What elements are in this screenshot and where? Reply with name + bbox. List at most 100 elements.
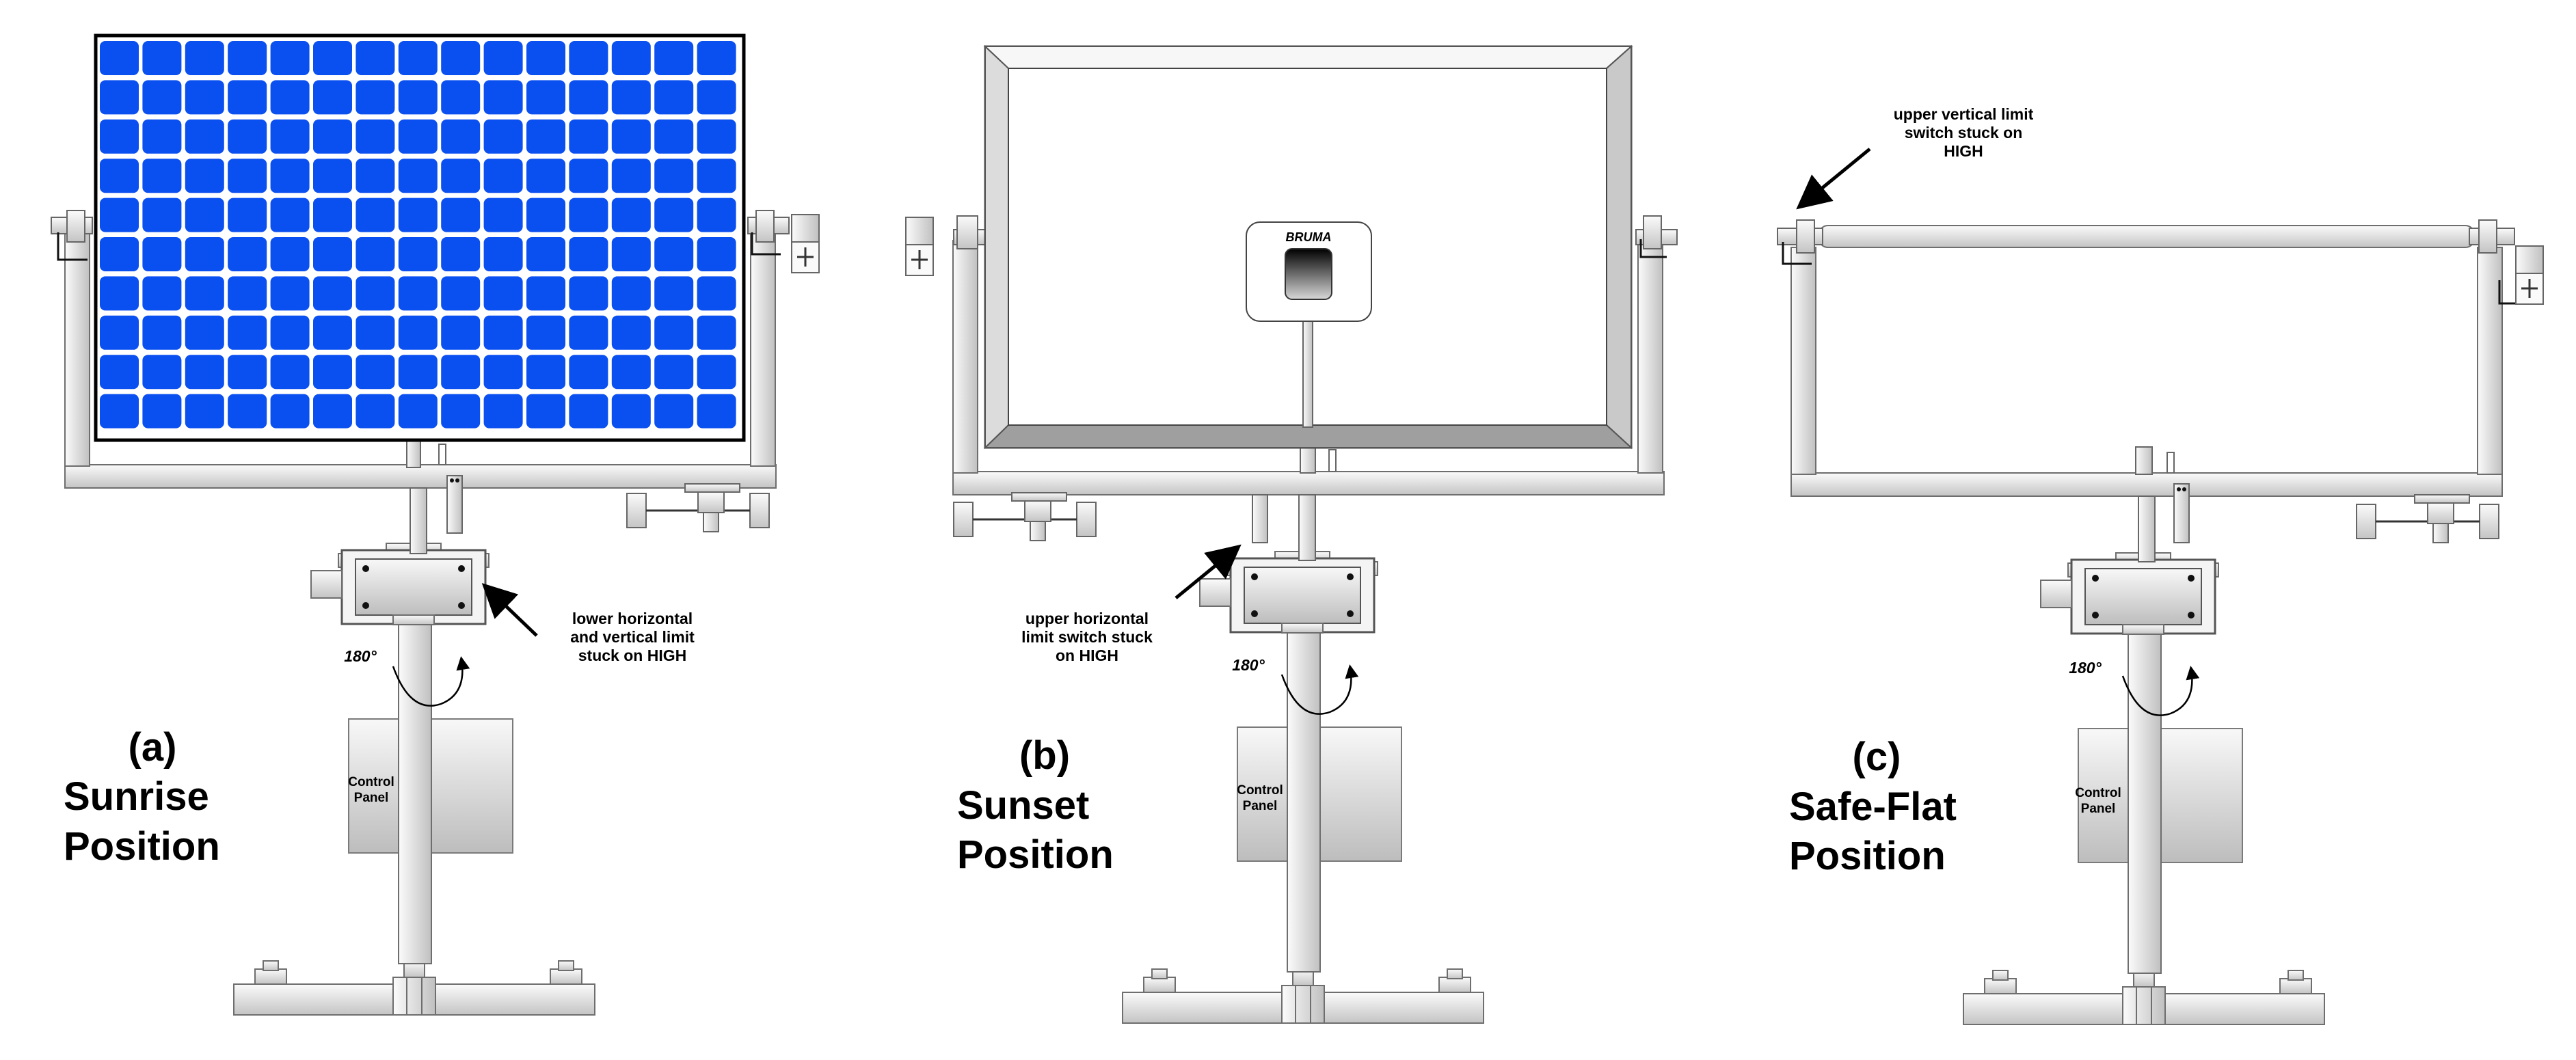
solar-cell (398, 41, 438, 75)
solar-cell (142, 159, 182, 193)
brand-logo (1285, 248, 1332, 300)
solar-cell (270, 237, 310, 271)
solar-cell (654, 315, 694, 350)
solar-cell (185, 355, 224, 390)
solar-cell (398, 355, 438, 390)
figure-title-line1: Sunset (957, 783, 1089, 828)
solar-cell (228, 355, 267, 390)
solar-cell (355, 198, 395, 232)
solar-cell (526, 315, 565, 350)
solar-cell (654, 276, 694, 311)
solar-cell (569, 198, 608, 232)
solar-cell (569, 41, 608, 75)
solar-cell (142, 80, 182, 115)
solar-cell (611, 119, 651, 154)
solar-cell (355, 355, 395, 390)
solar-cell (611, 237, 651, 271)
solar-cell (611, 355, 651, 390)
solar-cell (697, 237, 736, 271)
solar-cell (100, 198, 139, 232)
solar-cell (697, 355, 736, 390)
solar-cell (697, 159, 736, 193)
solar-cell (100, 394, 139, 429)
solar-cell (654, 80, 694, 115)
solar-cell (483, 198, 523, 232)
solar-cell (142, 198, 182, 232)
figure-b-sunset: BRUMA upper horizontal limit switch stuc… (904, 44, 1678, 1023)
solar-cell (483, 41, 523, 75)
annotation-line: switch stuck on (1905, 124, 2023, 141)
solar-cell (441, 119, 481, 154)
solar-cell (313, 119, 352, 154)
annotation-arrow (481, 583, 538, 637)
figure-c-safe-flat: upper vertical limit switch stuck on HIG… (1777, 105, 2545, 1024)
solar-cell (398, 394, 438, 429)
solar-cell (526, 237, 565, 271)
solar-cell (569, 276, 608, 311)
control-panel-label: Control (2075, 786, 2121, 800)
solar-cell (185, 80, 224, 115)
solar-cell (100, 159, 139, 193)
solar-cell (441, 198, 481, 232)
solar-cell (526, 198, 565, 232)
solar-cell (697, 276, 736, 311)
solar-cell (441, 315, 481, 350)
solar-cell (654, 159, 694, 193)
solar-cell (313, 41, 352, 75)
figure-title-line1: Safe-Flat (1789, 785, 1957, 829)
solar-cell (270, 41, 310, 75)
solar-cell (441, 355, 481, 390)
solar-cell (526, 41, 565, 75)
solar-cell (569, 159, 608, 193)
solar-cell (313, 276, 352, 311)
rotation-label: 180° (2069, 659, 2102, 677)
solar-cell (654, 394, 694, 429)
solar-cell (441, 80, 481, 115)
solar-cell (398, 198, 438, 232)
figure-title-line2: Position (64, 824, 220, 869)
solar-cell (526, 159, 565, 193)
solar-cell (355, 237, 395, 271)
solar-cell (313, 237, 352, 271)
solar-cell (441, 41, 481, 75)
solar-cell (611, 41, 651, 75)
solar-cell (355, 41, 395, 75)
solar-cell (697, 198, 736, 232)
solar-cell (313, 315, 352, 350)
solar-cell (270, 198, 310, 232)
solar-cell (228, 119, 267, 154)
solar-cell (526, 394, 565, 429)
solar-cell (398, 119, 438, 154)
solar-cell (100, 315, 139, 350)
solar-cell (654, 41, 694, 75)
figure-letter: (b) (1019, 733, 1070, 778)
solar-cell (270, 80, 310, 115)
solar-cell (355, 80, 395, 115)
solar-cell (441, 394, 481, 429)
solar-cell (697, 394, 736, 429)
solar-cell (569, 394, 608, 429)
annotation-arrow (1796, 148, 1871, 210)
solar-cell (355, 315, 395, 350)
solar-cell (355, 159, 395, 193)
solar-cell (270, 315, 310, 350)
solar-cell (142, 119, 182, 154)
solar-cell (483, 355, 523, 390)
annotation-line: upper vertical limit (1894, 105, 2034, 123)
solar-cell (569, 80, 608, 115)
solar-cell (441, 237, 481, 271)
solar-cell (270, 355, 310, 390)
figure-letter: (c) (1853, 735, 1901, 779)
solar-cell (697, 41, 736, 75)
solar-cell (611, 198, 651, 232)
annotation-line: stuck on HIGH (578, 647, 686, 664)
solar-cell (185, 276, 224, 311)
solar-cell (441, 159, 481, 193)
rotation-label: 180° (344, 647, 377, 665)
solar-cell (228, 198, 267, 232)
solar-cell (569, 355, 608, 390)
solar-cell (100, 276, 139, 311)
solar-cell (313, 80, 352, 115)
solar-cell (526, 119, 565, 154)
